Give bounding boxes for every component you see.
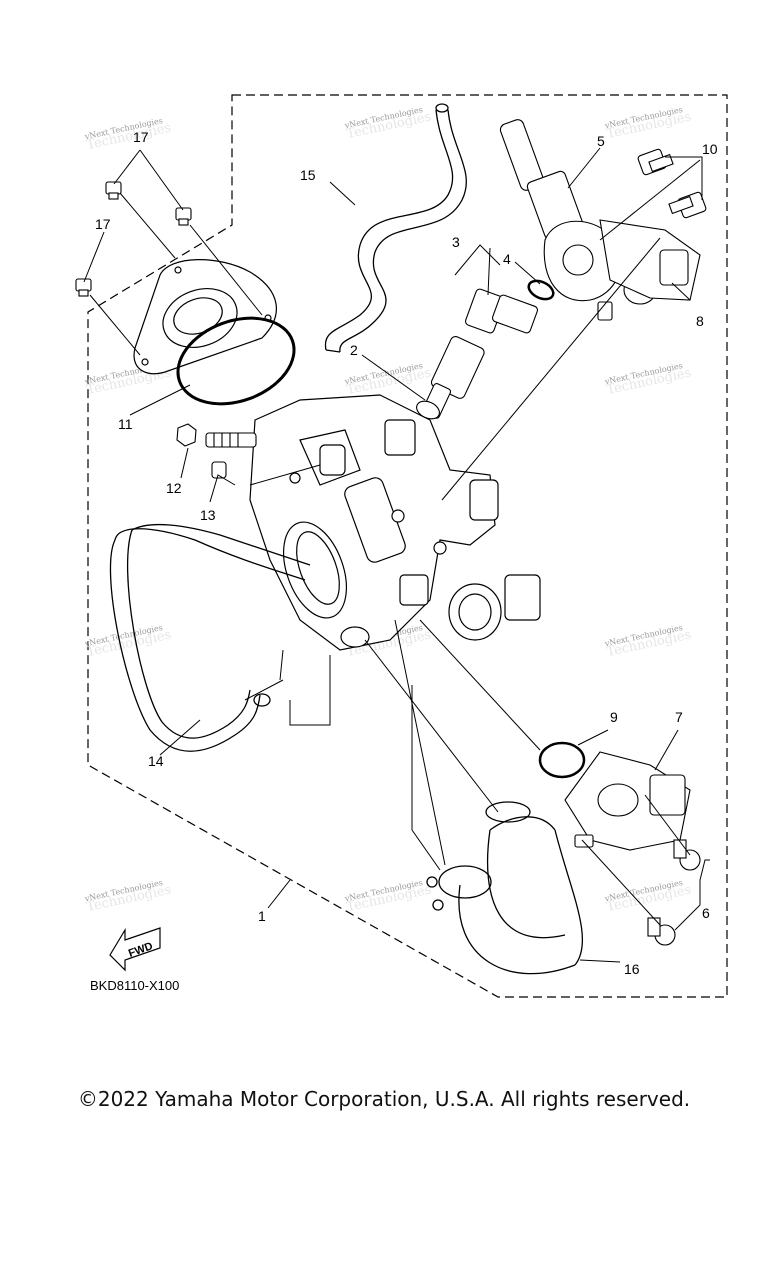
callout-1: 1 <box>258 908 266 924</box>
callout-8: 8 <box>696 313 704 329</box>
throttle-position-sensor <box>538 741 701 946</box>
throttle-body <box>249 394 541 651</box>
callout-17a: 17 <box>133 129 149 145</box>
callout-17b: 17 <box>95 216 111 232</box>
fwd-arrow: FWD <box>109 927 161 972</box>
callout-3: 3 <box>452 234 460 250</box>
hose-15 <box>324 103 467 353</box>
gasket-plate <box>133 259 277 375</box>
diagram-code: BKD8110-X100 <box>90 978 179 993</box>
o-ring-11 <box>176 316 296 406</box>
callout-7: 7 <box>675 709 683 725</box>
copyright-notice: ©2022 Yamaha Motor Corporation, U.S.A. A… <box>77 1087 691 1111</box>
callout-15: 15 <box>300 167 316 183</box>
callout-16: 16 <box>624 961 640 977</box>
callout-2: 2 <box>350 342 358 358</box>
callout-12: 12 <box>166 480 182 496</box>
fuel-delivery-pipe <box>499 119 701 321</box>
callout-9: 9 <box>610 709 618 725</box>
screws-17 <box>75 181 192 297</box>
callout-11: 11 <box>118 416 133 432</box>
callout-13: 13 <box>200 507 216 523</box>
assembly-boundary <box>87 94 728 998</box>
callout-5: 5 <box>597 133 605 149</box>
callout-4: 4 <box>503 251 511 267</box>
fittings-12-13 <box>176 423 257 479</box>
callout-6: 6 <box>702 905 710 921</box>
callout-10: 10 <box>702 141 718 157</box>
leader-lines <box>83 147 710 963</box>
hose-14 <box>109 523 311 752</box>
hose-16 <box>426 801 583 975</box>
callouts: 17 17 15 3 4 5 10 8 2 11 12 13 14 9 7 6 … <box>95 129 718 977</box>
screws-10 <box>637 148 707 219</box>
callout-14: 14 <box>148 753 164 769</box>
fuel-injector <box>416 279 555 420</box>
